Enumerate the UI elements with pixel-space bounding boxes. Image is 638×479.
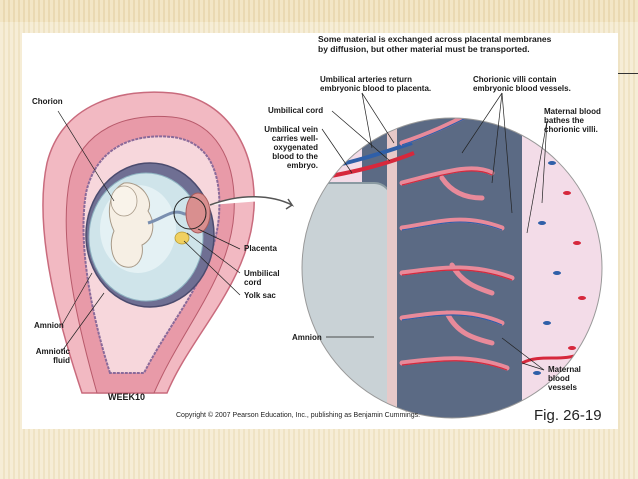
label-chorionic-villi: Chorionic villi contain embryonic blood … [473, 75, 571, 93]
label-amniotic-fluid: Amniotic fluid [35, 347, 70, 365]
zoom-circle-border [301, 117, 603, 419]
week-label: WEEK10 [108, 392, 146, 402]
zoom-arrow [209, 196, 295, 210]
diagram-heading: Some material is exchanged across placen… [318, 34, 552, 54]
embryo-head [110, 185, 138, 217]
label-maternal-vessels: Maternal blood vessels [548, 365, 581, 392]
villi-vessels [401, 118, 513, 371]
uterus-section [42, 91, 295, 394]
zoom-circle [173, 196, 207, 230]
placenta-disc [185, 192, 211, 234]
label-amnion-right: Amnion [292, 333, 322, 342]
placenta-diagram [42, 91, 603, 419]
label-maternal-blood: Maternal blood bathes the chorionic vill… [544, 107, 601, 134]
decorative-rule [610, 73, 638, 74]
label-umbilical-arteries: Umbilical arteries return embryonic bloo… [320, 75, 432, 93]
label-amnion-left: Amnion [34, 321, 64, 330]
label-umbilical-cord-top: Umbilical cord [268, 106, 324, 115]
label-placenta: Placenta [244, 244, 277, 253]
placenta-magnified [301, 117, 603, 419]
chorionic-villi [399, 118, 515, 371]
label-chorion: Chorion [32, 97, 63, 106]
figure-number: Fig. 26-19 [534, 407, 602, 424]
label-yolk-sac: Yolk sac [244, 291, 276, 300]
slide-canvas: Some material is exchanged across placen… [22, 33, 618, 429]
label-umbilical-cord: Umbilical cord [244, 269, 280, 287]
copyright-notice: Copyright © 2007 Pearson Education, Inc.… [176, 412, 421, 419]
amnion-cavity [302, 182, 393, 414]
slide-top-band [0, 0, 638, 22]
leader-lines [57, 92, 548, 371]
amnion-band [387, 118, 397, 418]
yolk-sac [174, 231, 190, 245]
label-umbilical-vein: Umbilical vein carries well- oxygenated … [264, 125, 318, 170]
